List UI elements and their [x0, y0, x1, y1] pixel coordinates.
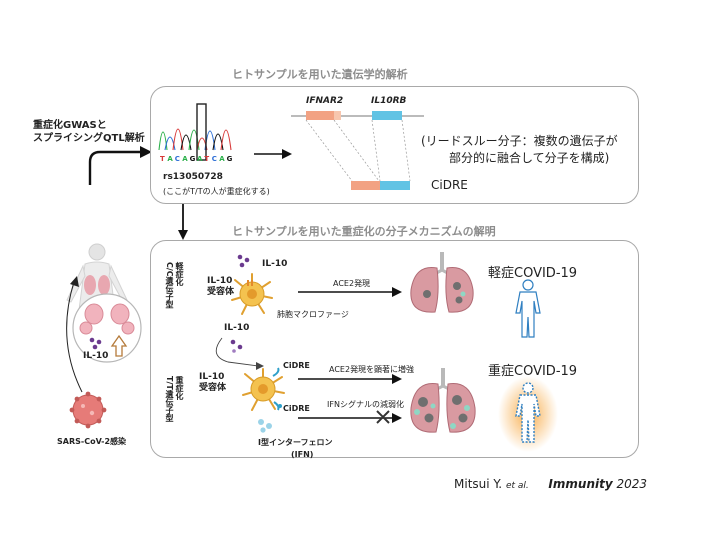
- il10-mid-label: IL-10: [224, 323, 250, 333]
- citation-author: Mitsui Y.: [454, 477, 503, 491]
- cidre-label-1: CiDRE: [283, 361, 310, 370]
- ifn-label: I型インターフェロン(IFN): [258, 438, 333, 459]
- dna-base-letter: T: [160, 155, 165, 163]
- il10-dots-top: [237, 254, 250, 268]
- macrophage-label: 肺胞マクロファージ: [277, 310, 349, 319]
- gwas-title-line1: 重症化GWASと: [33, 120, 107, 131]
- citation: Mitsui Y. et al. Immunity 2023: [454, 477, 647, 491]
- infection-label: SARS-CoV-2感染: [57, 437, 127, 446]
- lung-zoom-circle: [72, 293, 142, 363]
- dna-base-letter: C: [212, 155, 217, 163]
- dna-base-letter: A: [182, 155, 188, 163]
- dna-base-letter: A: [219, 155, 225, 163]
- il10-left-label: IL-10: [83, 351, 109, 361]
- cidre-label-2: CiDRE: [283, 404, 310, 413]
- snp-id: rs13050728: [163, 172, 223, 182]
- readthrough-line1: (リードスルー分子：複数の遺伝子が: [421, 134, 618, 148]
- il10-top-label: IL-10: [262, 259, 288, 269]
- dna-base-letter: A: [167, 155, 173, 163]
- dna-base-letter: G: [190, 155, 196, 163]
- severe-covid-label: 重症COVID-19: [488, 364, 578, 379]
- lung-mild: [410, 252, 474, 313]
- citation-journal: Immunity: [548, 477, 613, 491]
- panel1-heading: ヒトサンプルを用いた遺伝学的解析: [232, 68, 408, 81]
- lung-severe: [410, 368, 476, 433]
- citation-year: 2023: [616, 477, 648, 491]
- macrophage-cell-1: [231, 273, 273, 315]
- person-mild: [515, 279, 541, 338]
- mild-covid-label: 軽症COVID-19: [488, 266, 578, 281]
- dna-base-letter: T: [204, 155, 209, 163]
- citation-etal: et al.: [505, 481, 529, 491]
- snp-note: (ここがT/Tの人が重症化する): [163, 187, 270, 196]
- dna-base-letter: G: [227, 155, 233, 163]
- gene-ifnar2: IFNAR2: [306, 96, 344, 106]
- readthrough-line2: 部分的に融合して分子を構成): [449, 151, 610, 165]
- dna-base-letter: C: [175, 155, 180, 163]
- person-severe: [498, 376, 558, 452]
- virus-icon: [69, 391, 107, 429]
- ace2-increase-label: ACE2発現を顕著に増強: [329, 365, 415, 374]
- ifn-weakening-label: IFNシグナルの減弱化: [327, 400, 404, 409]
- gwas-title-line2: スプライシングQTL解析: [33, 133, 145, 144]
- dna-chromatogram: [158, 103, 232, 161]
- cidre-label: CiDRE: [431, 178, 468, 192]
- panel2-heading: ヒトサンプルを用いた重症化の分子メカニズムの解明: [232, 225, 496, 238]
- macrophage-cell-2: [242, 367, 285, 411]
- ifn-dots: [258, 419, 272, 433]
- ace2-expression-label: ACE2発現: [333, 279, 371, 288]
- dna-base-letter: A: [197, 155, 203, 163]
- gene-il10rb: IL10RB: [371, 96, 407, 106]
